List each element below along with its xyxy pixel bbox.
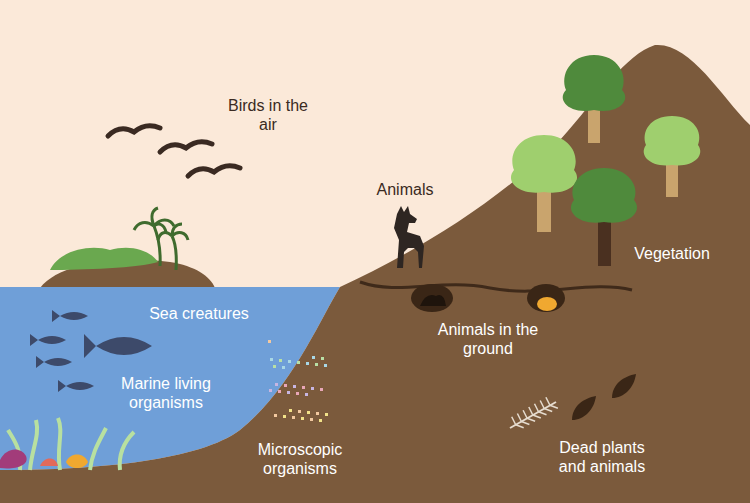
palm-trunk [154, 226, 160, 266]
dead-leaf [572, 396, 596, 420]
microscopic-dot [287, 391, 290, 394]
tree-crown [563, 55, 626, 111]
microscopic-dot [269, 389, 272, 392]
microscopic-dot [292, 416, 295, 419]
coral-piece [66, 455, 88, 469]
label: Birds in the air [218, 96, 318, 134]
island-bush [50, 248, 158, 270]
bird [108, 126, 160, 136]
birds [108, 126, 240, 176]
fish [58, 380, 94, 392]
microscopic-dot [307, 411, 310, 414]
microscopic-dot [288, 360, 291, 363]
microscopic-dots [268, 340, 328, 422]
label: Microscopic organisms [245, 440, 355, 478]
label: Marine living organisms [111, 374, 221, 412]
label: Vegetation [622, 244, 722, 263]
tree-crown [511, 135, 577, 193]
island [40, 208, 215, 288]
fish [52, 310, 88, 322]
label: Dead plants and animals [547, 438, 657, 476]
burrow-hole [411, 284, 453, 312]
fern-leaflets [512, 397, 558, 428]
fern-leaflet [546, 397, 558, 408]
microscopic-dot [316, 412, 319, 415]
microscopic-dot [325, 413, 328, 416]
seaweed [8, 418, 134, 470]
burrow-hole [527, 284, 565, 312]
fern-stem [510, 402, 556, 428]
microscopic-dot [273, 365, 276, 368]
tunnel [360, 282, 632, 291]
microscopic-dot [319, 419, 322, 422]
microscopic-dot [324, 364, 327, 367]
coral-piece [40, 459, 58, 467]
microscopic-dot [315, 363, 318, 366]
microscopic-dot [312, 356, 315, 359]
microscopic-dot [289, 409, 292, 412]
coral-piece [0, 450, 27, 469]
dead-leaf [612, 374, 636, 398]
microscopic-dot [282, 366, 285, 369]
palm-trunk [172, 236, 176, 270]
microscopic-dot [293, 385, 296, 388]
microscopic-dot [320, 388, 323, 391]
bird [188, 166, 240, 176]
coral [0, 418, 134, 470]
microscopic-dot [306, 362, 309, 365]
palm-leaves [134, 208, 174, 232]
microscopic-dot [296, 392, 299, 395]
dog-silhouette [394, 206, 424, 268]
microscopic-dot [284, 384, 287, 387]
label: Animals in the ground [433, 320, 543, 358]
microscopic-dot [321, 357, 324, 360]
microscopic-dot [274, 414, 277, 417]
microscopic-dot [310, 418, 313, 421]
label: Sea creatures [134, 304, 264, 323]
dead-plants [510, 374, 636, 428]
trees [511, 55, 700, 266]
microscopic-dot [270, 358, 273, 361]
bird [160, 142, 212, 152]
palm-leaves [158, 224, 188, 240]
ground [0, 45, 750, 503]
microscopic-dot [301, 417, 304, 420]
microscopic-dot [268, 340, 271, 343]
burrow-animal [537, 297, 557, 311]
burrows [360, 282, 632, 312]
microscopic-dot [305, 393, 308, 396]
microscopic-dot [278, 390, 281, 393]
tree-crown [644, 116, 701, 165]
microscopic-dot [279, 359, 282, 362]
fish [30, 334, 66, 346]
microscopic-dot [283, 415, 286, 418]
tree-crown [571, 168, 637, 223]
microscopic-dot [311, 387, 314, 390]
microscopic-dot [297, 361, 300, 364]
fish [36, 356, 72, 368]
microscopic-dot [275, 383, 278, 386]
microscopic-dot [298, 410, 301, 413]
burrow-animal [420, 295, 446, 306]
microscopic-dot [302, 386, 305, 389]
fish [84, 334, 152, 358]
label: Animals [360, 180, 450, 199]
